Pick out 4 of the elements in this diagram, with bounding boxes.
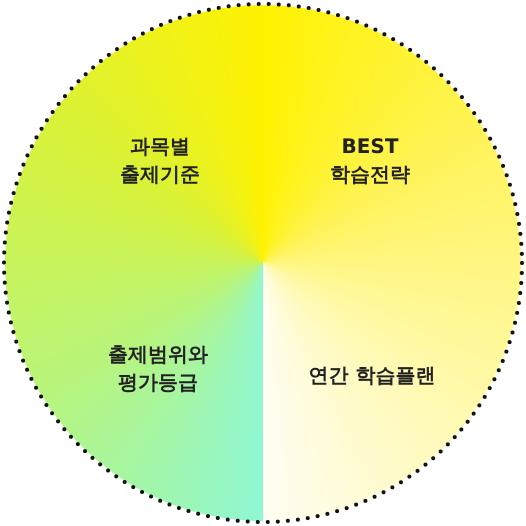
sector-label: 연간 학습플랜: [308, 362, 436, 389]
sector-label: 과목별 출제기준: [119, 133, 201, 188]
sector-label: BEST 학습전략: [329, 133, 411, 188]
sector-label: 출제범위와 평가등급: [107, 341, 209, 396]
